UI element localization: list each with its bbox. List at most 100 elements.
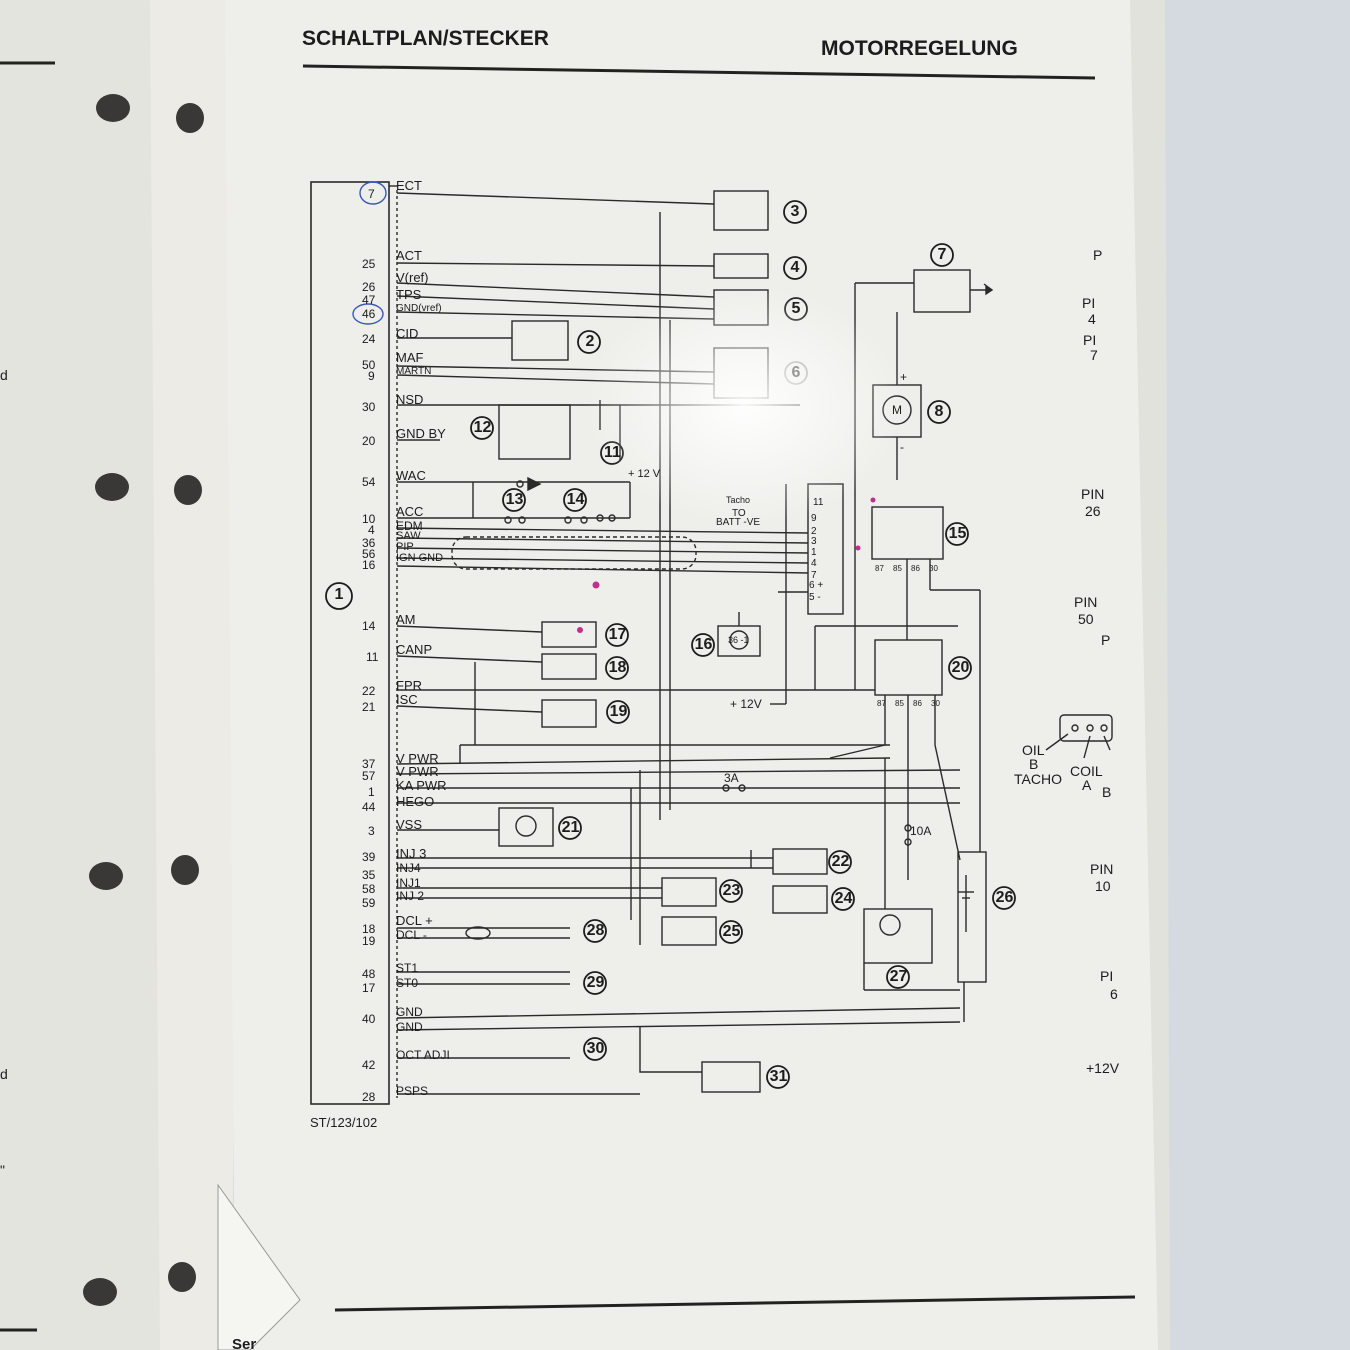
component-number: 24 [834,890,853,907]
margin-text-fragment: 6 [1110,986,1118,1002]
margin-text-fragment: P [1093,247,1103,263]
diagram-annotation: + 12 V [628,468,661,480]
ecu-pin-number: 28 [362,1090,376,1104]
ecu-pin-number: 50 [362,358,376,372]
relay-pin-number: 87 [875,564,884,573]
ecu-pin-number: 42 [362,1058,376,1072]
relay-pin-number: 85 [895,699,904,708]
ecu-pin-number: 59 [362,896,376,910]
ecu-signal-label: GND [396,1005,423,1019]
ecu-signal-label: V(ref) [396,270,429,285]
connector-pin-number: 2 [811,526,817,537]
diagram-annotation: - [900,440,904,454]
relay-pin-number: 86 [913,699,922,708]
ecu-signal-label: GND(vref) [396,303,442,314]
ecu-signal-label: SAW [396,530,421,542]
drawing-reference: ST/123/102 [310,1115,378,1130]
diagram-annotation: + 12V [730,697,762,711]
ecu-pin-number: 48 [362,967,376,981]
component-number: 21 [561,819,580,836]
ecu-pin-number: 17 [362,981,376,995]
ecu-pin-number: 36 [362,536,376,550]
ecu-signal-label: DCL + [396,913,433,928]
ecu-pin-number: 1 [368,785,375,799]
component-number: 2 [585,333,595,350]
ecu-pin-number: 21 [362,700,376,714]
ecu-signal-label: EDM [396,519,423,533]
ecu-signal-label: ST0 [396,976,419,990]
ecu-pin-number: 46 [362,307,376,321]
connector-pin-number: 1 [811,547,817,558]
relay-pin-number: 30 [929,564,938,573]
diagram-annotation: Tacho [726,495,751,505]
margin-text-fragment: A [1082,777,1092,793]
ecu-signal-label: V PWR [396,751,439,766]
connector-pin-number: 7 [811,570,817,581]
ecu-pin-number: 4 [368,523,375,537]
component-number: 20 [951,659,970,676]
margin-text-fragment: 7 [1090,347,1098,363]
connector-pin-number: 6 + [809,580,824,591]
diagram-annotation: TO [732,508,746,519]
margin-text-fragment: 50 [1078,611,1094,627]
component-number: 3 [790,203,800,220]
ecu-pin-number: 9 [368,369,375,383]
component-number: 12 [473,419,492,436]
ecu-pin-number: 25 [362,257,376,271]
margin-text-fragment: PI [1082,295,1096,311]
component-number: 15 [948,525,967,542]
ecu-signal-label: MARTN [396,366,432,377]
left-page-fragment-quote: " [0,1162,5,1178]
binder-holes [83,94,204,1306]
ecu-pin-number: 26 [362,280,376,294]
diagram-annotation: 10A [910,824,932,838]
ecu-signal-label: ACC [396,504,424,519]
component-number: 18 [608,659,627,676]
ecu-signal-label: PIP [396,541,414,553]
component-number: 1 [334,586,344,603]
diagram-annotation: 36 -1 [728,635,749,645]
margin-text-fragment: B [1029,756,1039,772]
ecu-signal-label: DCL - [396,928,427,942]
component-number: 23 [722,882,741,899]
page-title: SCHALTPLAN/STECKER [302,27,549,50]
ecu-pin-number: 10 [362,512,376,526]
margin-text-fragment: 26 [1085,503,1101,519]
ecu-signal-label: INJ 2 [396,889,425,903]
ecu-pin-number: 56 [362,547,376,561]
relay-pin-number: 87 [877,699,886,708]
ecu-signal-label: AM [396,612,416,627]
margin-text-fragment: PI [1100,968,1114,984]
ecu-signal-label: INJ4 [396,861,421,875]
ecu-pin-number: 14 [362,619,376,633]
component-number: 27 [889,968,908,985]
relay-pin-number: 85 [893,564,902,573]
ecu-signal-label: ECT [396,178,422,193]
component-number: 30 [586,1040,605,1057]
left-page-fragment-d: d [0,1066,8,1082]
ecu-pin-number: 44 [362,800,376,814]
ecu-pin-number: 22 [362,684,376,698]
ecu-signal-label: KA PWR [396,778,447,793]
ecu-pin-number: 20 [362,434,376,448]
ecu-signal-label: ISC [396,692,418,707]
connector-pin-number: 4 [811,558,817,569]
component-number: 25 [722,923,741,940]
ecu-signal-label: OCT ADJI [396,1048,450,1062]
connector-sketch [1045,714,1113,759]
connector-pin-number: 11 [813,497,824,508]
ecu-pin-number: 37 [362,757,376,771]
component-number: 7 [937,246,947,263]
wiring-diagram [310,181,994,1105]
ecu-signal-label: FPR [396,678,422,693]
ecu-pin-number: 47 [362,293,376,307]
diagram-annotation: M [892,403,902,417]
ecu-pin-number: 30 [362,400,376,414]
ecu-signal-label: PSPS [396,1084,429,1098]
ecu-pin-number: 57 [362,769,376,783]
diagram-annotation: BATT -VE [716,517,761,528]
component-number: 13 [505,491,524,508]
margin-text-fragment: COIL [1070,763,1103,779]
ecu-pin-number: 18 [362,922,376,936]
